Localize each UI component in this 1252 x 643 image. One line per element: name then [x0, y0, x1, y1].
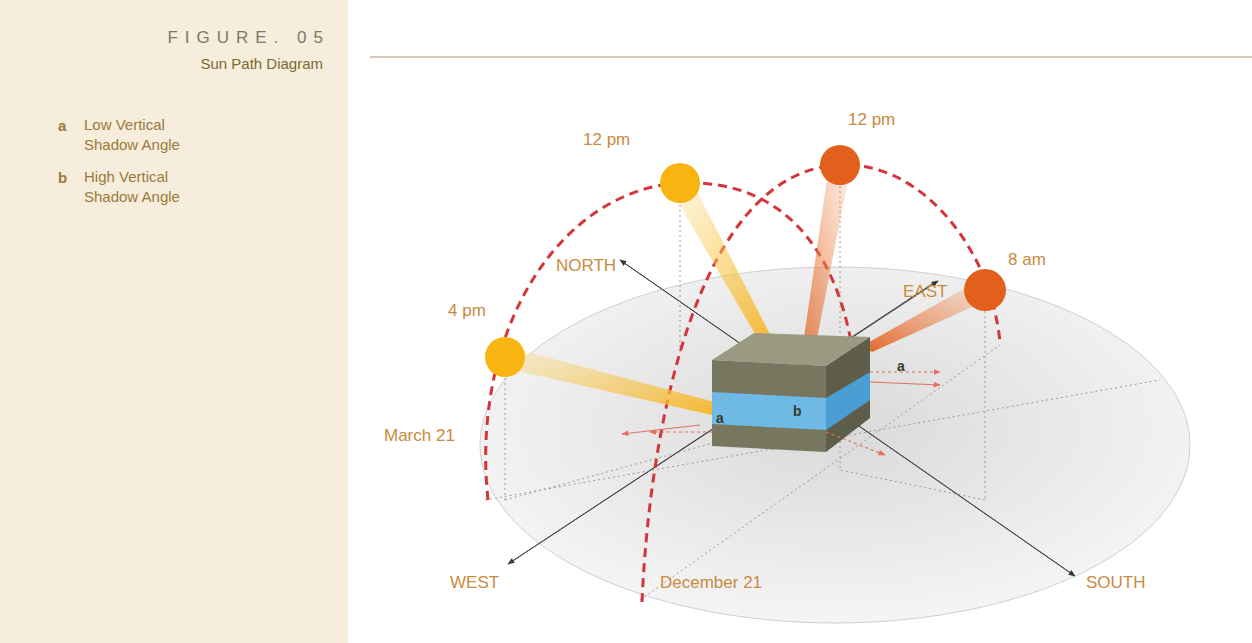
- date-label: December 21: [660, 573, 762, 593]
- direction-label: NORTH: [556, 256, 616, 276]
- angle-letter: a: [897, 358, 905, 375]
- time-label: 12 pm: [583, 130, 630, 150]
- direction-label: WEST: [450, 573, 499, 593]
- legend-text: High Vertical Shadow Angle: [84, 167, 194, 207]
- time-label: 8 am: [1008, 250, 1046, 270]
- time-label: 12 pm: [848, 110, 895, 130]
- side-panel: [0, 0, 348, 643]
- legend-letter: b: [58, 169, 67, 187]
- time-label: 4 pm: [448, 301, 486, 321]
- legend-letter: a: [58, 117, 66, 135]
- angle-letter: a: [716, 410, 724, 427]
- date-label: March 21: [384, 426, 455, 446]
- angle-letter: b: [793, 403, 802, 420]
- figure-caption: Sun Path Diagram: [200, 55, 323, 73]
- direction-label: EAST: [903, 282, 947, 302]
- legend-text: Low Vertical Shadow Angle: [84, 115, 194, 155]
- figure-number: FIGURE. 05: [167, 28, 330, 48]
- direction-label: SOUTH: [1086, 573, 1146, 593]
